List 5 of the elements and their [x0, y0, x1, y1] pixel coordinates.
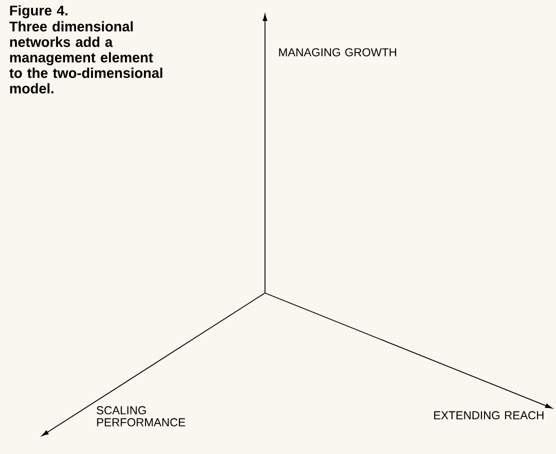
- axis-label: MANAGING GROWTH: [279, 48, 396, 56]
- figure-caption: Three dimensional networks add a management element to the two-dimensional model.: [9, 21, 162, 94]
- axis-label: SCALING PERFORMANCE: [96, 406, 186, 426]
- axis-label: EXTENDING REACH: [434, 411, 544, 420]
- figure-title: Figure 4.: [10, 5, 68, 18]
